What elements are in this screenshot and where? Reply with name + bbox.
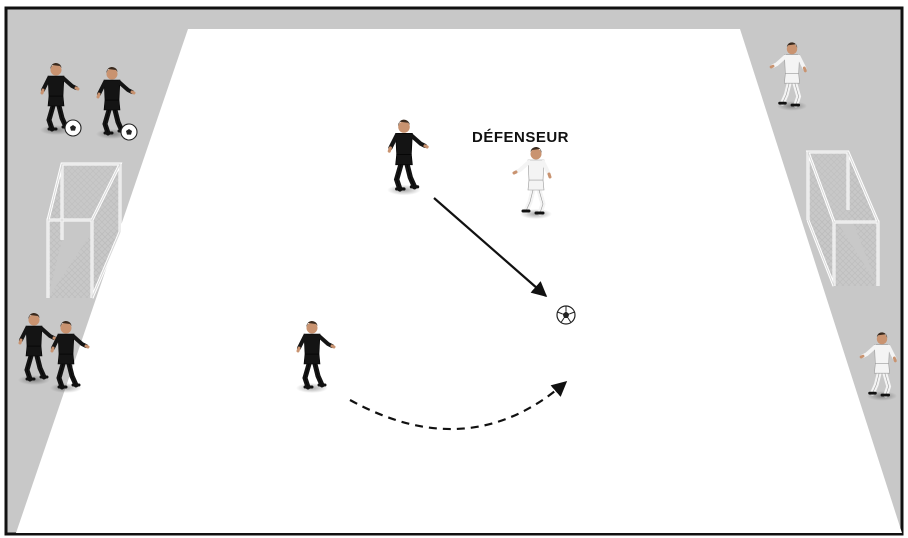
black-player-passer [387, 119, 429, 196]
pass-arrow [433, 197, 548, 298]
black-player-queue-player [50, 320, 90, 393]
players-layer [18, 42, 898, 401]
white-player-defender [512, 146, 552, 219]
black-player-runner [296, 320, 336, 393]
defender-label: DÉFENSEUR [472, 129, 569, 146]
left-goal [46, 162, 123, 299]
player-ball [120, 123, 138, 141]
black-player-queue-player [96, 66, 136, 139]
run-arrow [349, 380, 568, 431]
black-player-queue-player [18, 312, 58, 385]
ball [556, 305, 576, 325]
white-player-waiting-player [769, 42, 808, 111]
player-ball [64, 119, 82, 137]
white-player-waiting-player [859, 332, 898, 401]
pitch [16, 29, 902, 533]
right-goal [805, 150, 880, 287]
